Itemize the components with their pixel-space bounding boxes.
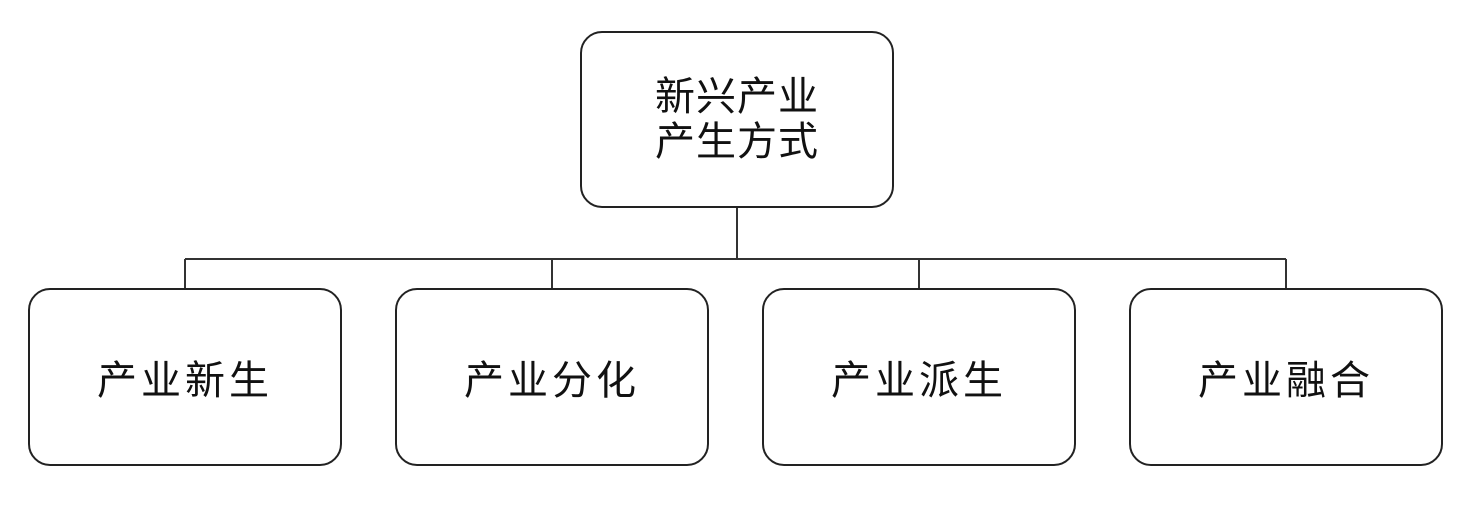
child-node-industry-birth: 产业新生 [28,288,342,466]
child-label: 产业派生 [831,358,1007,404]
child-node-industry-derivation: 产业派生 [762,288,1076,466]
child-label: 产业融合 [1198,358,1374,404]
child-node-industry-differentiation: 产业分化 [395,288,709,466]
root-node: 新兴产业 产生方式 [580,31,894,208]
child-node-industry-fusion: 产业融合 [1129,288,1443,466]
root-label-line-2: 产生方式 [655,118,819,165]
child-label: 产业分化 [464,358,640,404]
root-label-line-1: 新兴产业 [655,73,819,120]
child-label: 产业新生 [97,358,273,404]
